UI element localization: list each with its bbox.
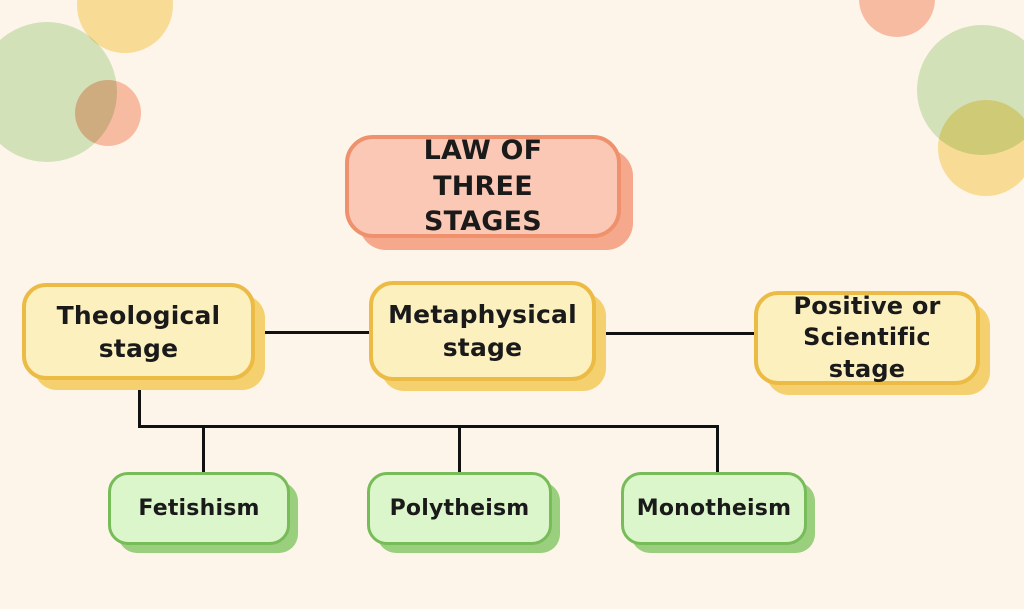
connector-drop-fetishism	[202, 425, 205, 473]
node-monotheism: Monotheism	[621, 472, 807, 545]
sub-label: Fetishism	[138, 495, 260, 521]
stage-label: Positive or Scientific stage	[793, 291, 941, 383]
stage-label: Theological stage	[56, 300, 221, 363]
connector-theological-metaphysical	[256, 331, 369, 334]
node-metaphysical-stage: Metaphysical stage	[369, 281, 596, 381]
decorative-circle-pink-top-right	[859, 0, 935, 37]
connector-bus-horizontal	[138, 425, 719, 428]
stage-label: Metaphysical stage	[388, 300, 577, 362]
sub-label: Monotheism	[636, 495, 792, 521]
decorative-circle-pink-top-left	[75, 80, 141, 146]
node-fetishism: Fetishism	[108, 472, 290, 545]
connector-drop-monotheism	[716, 425, 719, 473]
connector-metaphysical-positive	[596, 332, 755, 335]
title-label: LAW OF THREE STAGES	[423, 135, 543, 238]
node-positive-scientific-stage: Positive or Scientific stage	[754, 291, 980, 385]
node-theological-stage: Theological stage	[22, 283, 255, 380]
connector-drop-polytheism	[458, 425, 461, 473]
decorative-circle-yellow-top-right	[938, 100, 1024, 196]
node-law-of-three-stages: LAW OF THREE STAGES	[345, 135, 621, 238]
connector-theological-drop	[138, 378, 141, 428]
sub-label: Polytheism	[389, 495, 530, 521]
node-polytheism: Polytheism	[367, 472, 552, 545]
